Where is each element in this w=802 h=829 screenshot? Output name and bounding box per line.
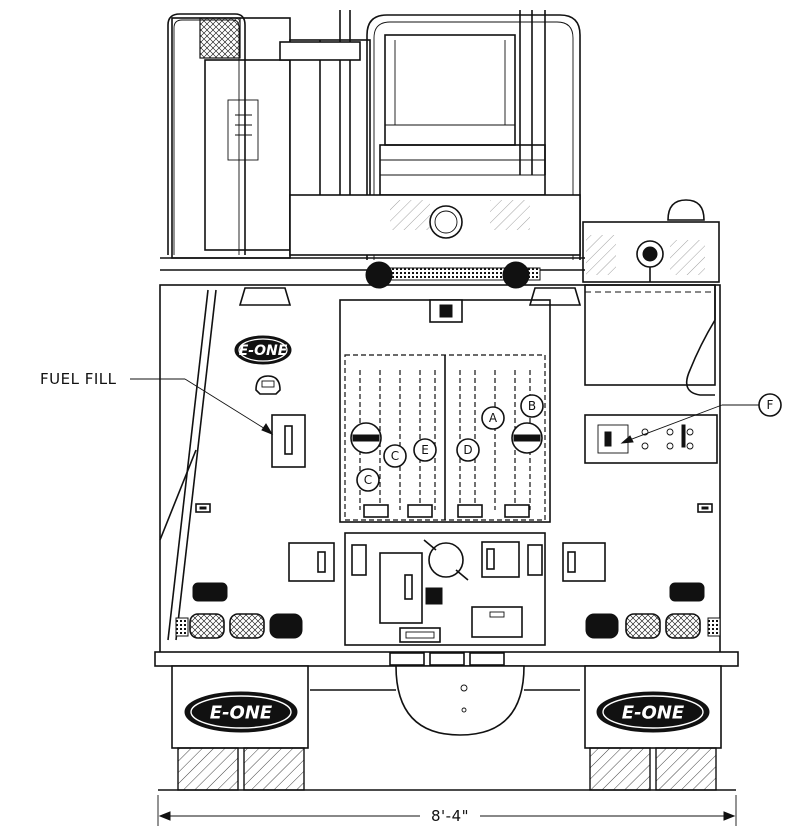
fuel-fill-callout: FUEL FILL — [40, 370, 274, 436]
svg-text:D: D — [463, 443, 472, 457]
right-tail-lights — [585, 582, 721, 639]
dimension-label: 8'-4" — [431, 807, 469, 825]
rear-body-panel: E-ONE — [159, 257, 721, 656]
fuel-fill-door — [271, 414, 306, 468]
valve-label-c-lower: C — [356, 468, 380, 492]
svg-text:E: E — [421, 443, 429, 457]
svg-text:C: C — [391, 449, 399, 463]
svg-text:A: A — [489, 411, 498, 425]
svg-text:E-ONE: E-ONE — [622, 703, 685, 724]
rear-bumper — [154, 651, 739, 736]
left-mud-flap: E-ONE — [171, 665, 309, 749]
callout-f: F — [620, 393, 782, 444]
valve-label-c-upper: C — [383, 444, 407, 468]
svg-text:F: F — [767, 398, 774, 412]
e-one-logo-upper: E-ONE — [234, 335, 292, 365]
svg-text:E-ONE: E-ONE — [239, 343, 288, 359]
svg-text:C: C — [364, 473, 372, 487]
valve-label-e: E — [413, 438, 437, 462]
valve-label-b: B — [520, 394, 544, 418]
fuel-fill-label: FUEL FILL — [40, 370, 117, 388]
valve-label-a: A — [481, 406, 505, 430]
valve-plumbing-right — [457, 370, 531, 518]
rear-tires — [158, 747, 736, 791]
svg-text:B: B — [528, 399, 536, 413]
left-tail-lights — [175, 582, 303, 639]
width-dimension: 8'-4" — [157, 795, 737, 826]
svg-text:E-ONE: E-ONE — [210, 703, 273, 724]
valve-label-d: D — [456, 438, 480, 462]
upper-aerial-structure — [167, 10, 720, 283]
right-mud-flap: E-ONE — [584, 665, 722, 749]
